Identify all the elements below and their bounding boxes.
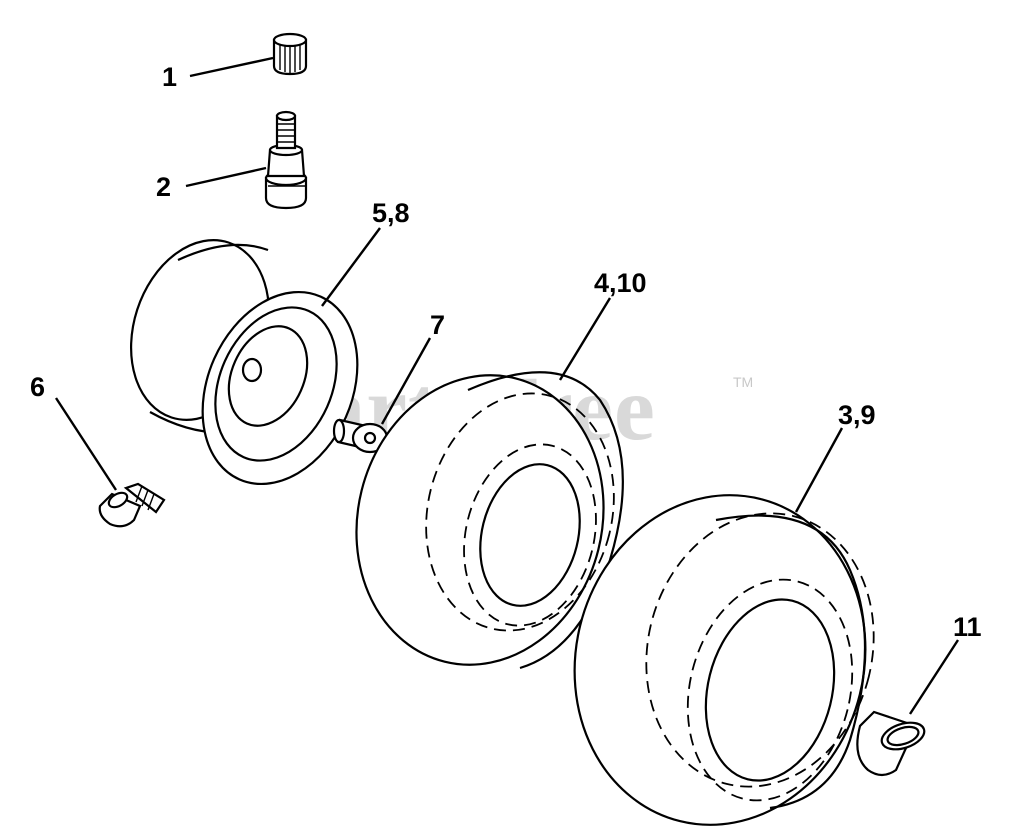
callout-label-11: 11	[953, 612, 982, 642]
leader-line-6	[54, 397, 118, 491]
leader-line-7	[380, 337, 432, 425]
callout-label-4-10: 4,10	[594, 268, 647, 298]
part-wheel-rim[interactable]	[109, 222, 387, 509]
callout-label-2: 2	[156, 172, 172, 202]
leader-line-11	[908, 639, 960, 715]
leader-line-3-9	[794, 427, 844, 513]
part-grease-fitting[interactable]	[98, 482, 166, 528]
watermark-trademark: TM	[733, 374, 754, 390]
callout-label-3-9: 3,9	[838, 400, 876, 430]
part-valve-stem[interactable]	[264, 110, 308, 210]
callout-label-1: 1	[162, 62, 178, 92]
leader-line-5-8	[321, 227, 381, 307]
leader-line-1	[189, 56, 274, 78]
callout-label-6: 6	[30, 372, 46, 402]
part-bushing[interactable]	[332, 418, 389, 454]
leader-line-2	[185, 166, 267, 188]
part-valve-cap[interactable]	[272, 32, 308, 76]
part-hub-cap[interactable]	[856, 710, 927, 777]
part-rear-tire[interactable]	[540, 464, 902, 834]
leader-line-4-10	[558, 297, 612, 381]
part-front-tire[interactable]	[326, 349, 638, 691]
callout-label-5-8: 5,8	[372, 198, 410, 228]
callout-label-7: 7	[430, 310, 446, 340]
